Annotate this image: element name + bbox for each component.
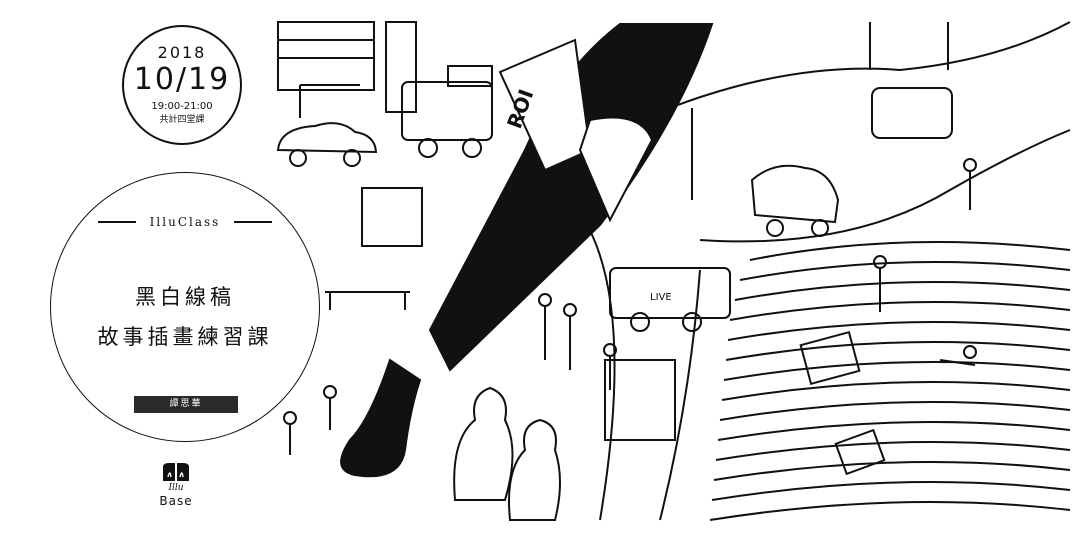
pipe-rack xyxy=(361,187,423,247)
date-badge: 2018 10/19 19:00-21:00 共計四堂課 xyxy=(122,25,242,145)
brand-name: IlluClass xyxy=(149,215,221,229)
event-sessions: 共計四堂課 xyxy=(159,114,205,125)
dinosaur xyxy=(508,418,561,521)
truck xyxy=(609,267,731,319)
course-title-line1: 黑白線稿 xyxy=(135,285,235,309)
event-time: 19:00-21:00 xyxy=(151,100,213,112)
crate xyxy=(834,428,886,476)
building xyxy=(277,21,375,91)
car xyxy=(750,164,840,224)
course-circle: IlluClass 黑白線稿 故事插畫練習課 譚思華 xyxy=(50,172,320,442)
teacher-tag: 譚思華 xyxy=(134,396,238,413)
book-icon xyxy=(163,463,189,481)
wine-spill xyxy=(340,358,422,478)
crate xyxy=(799,330,861,386)
truck-label: LIVE xyxy=(650,292,672,303)
divider xyxy=(97,221,136,223)
brand-row: IlluClass xyxy=(51,215,319,229)
logo-word: Base xyxy=(159,494,193,508)
ambulance xyxy=(871,87,953,139)
divider xyxy=(234,221,273,223)
event-year: 2018 xyxy=(157,42,207,62)
event-date: 10/19 xyxy=(133,61,231,97)
van xyxy=(604,359,676,441)
illubase-logo: Illu Base xyxy=(156,461,196,521)
dinosaur xyxy=(453,386,514,501)
course-title-line2: 故事插畫練習課 xyxy=(97,325,273,349)
car xyxy=(276,122,378,154)
logo-script: Illu xyxy=(168,483,184,493)
